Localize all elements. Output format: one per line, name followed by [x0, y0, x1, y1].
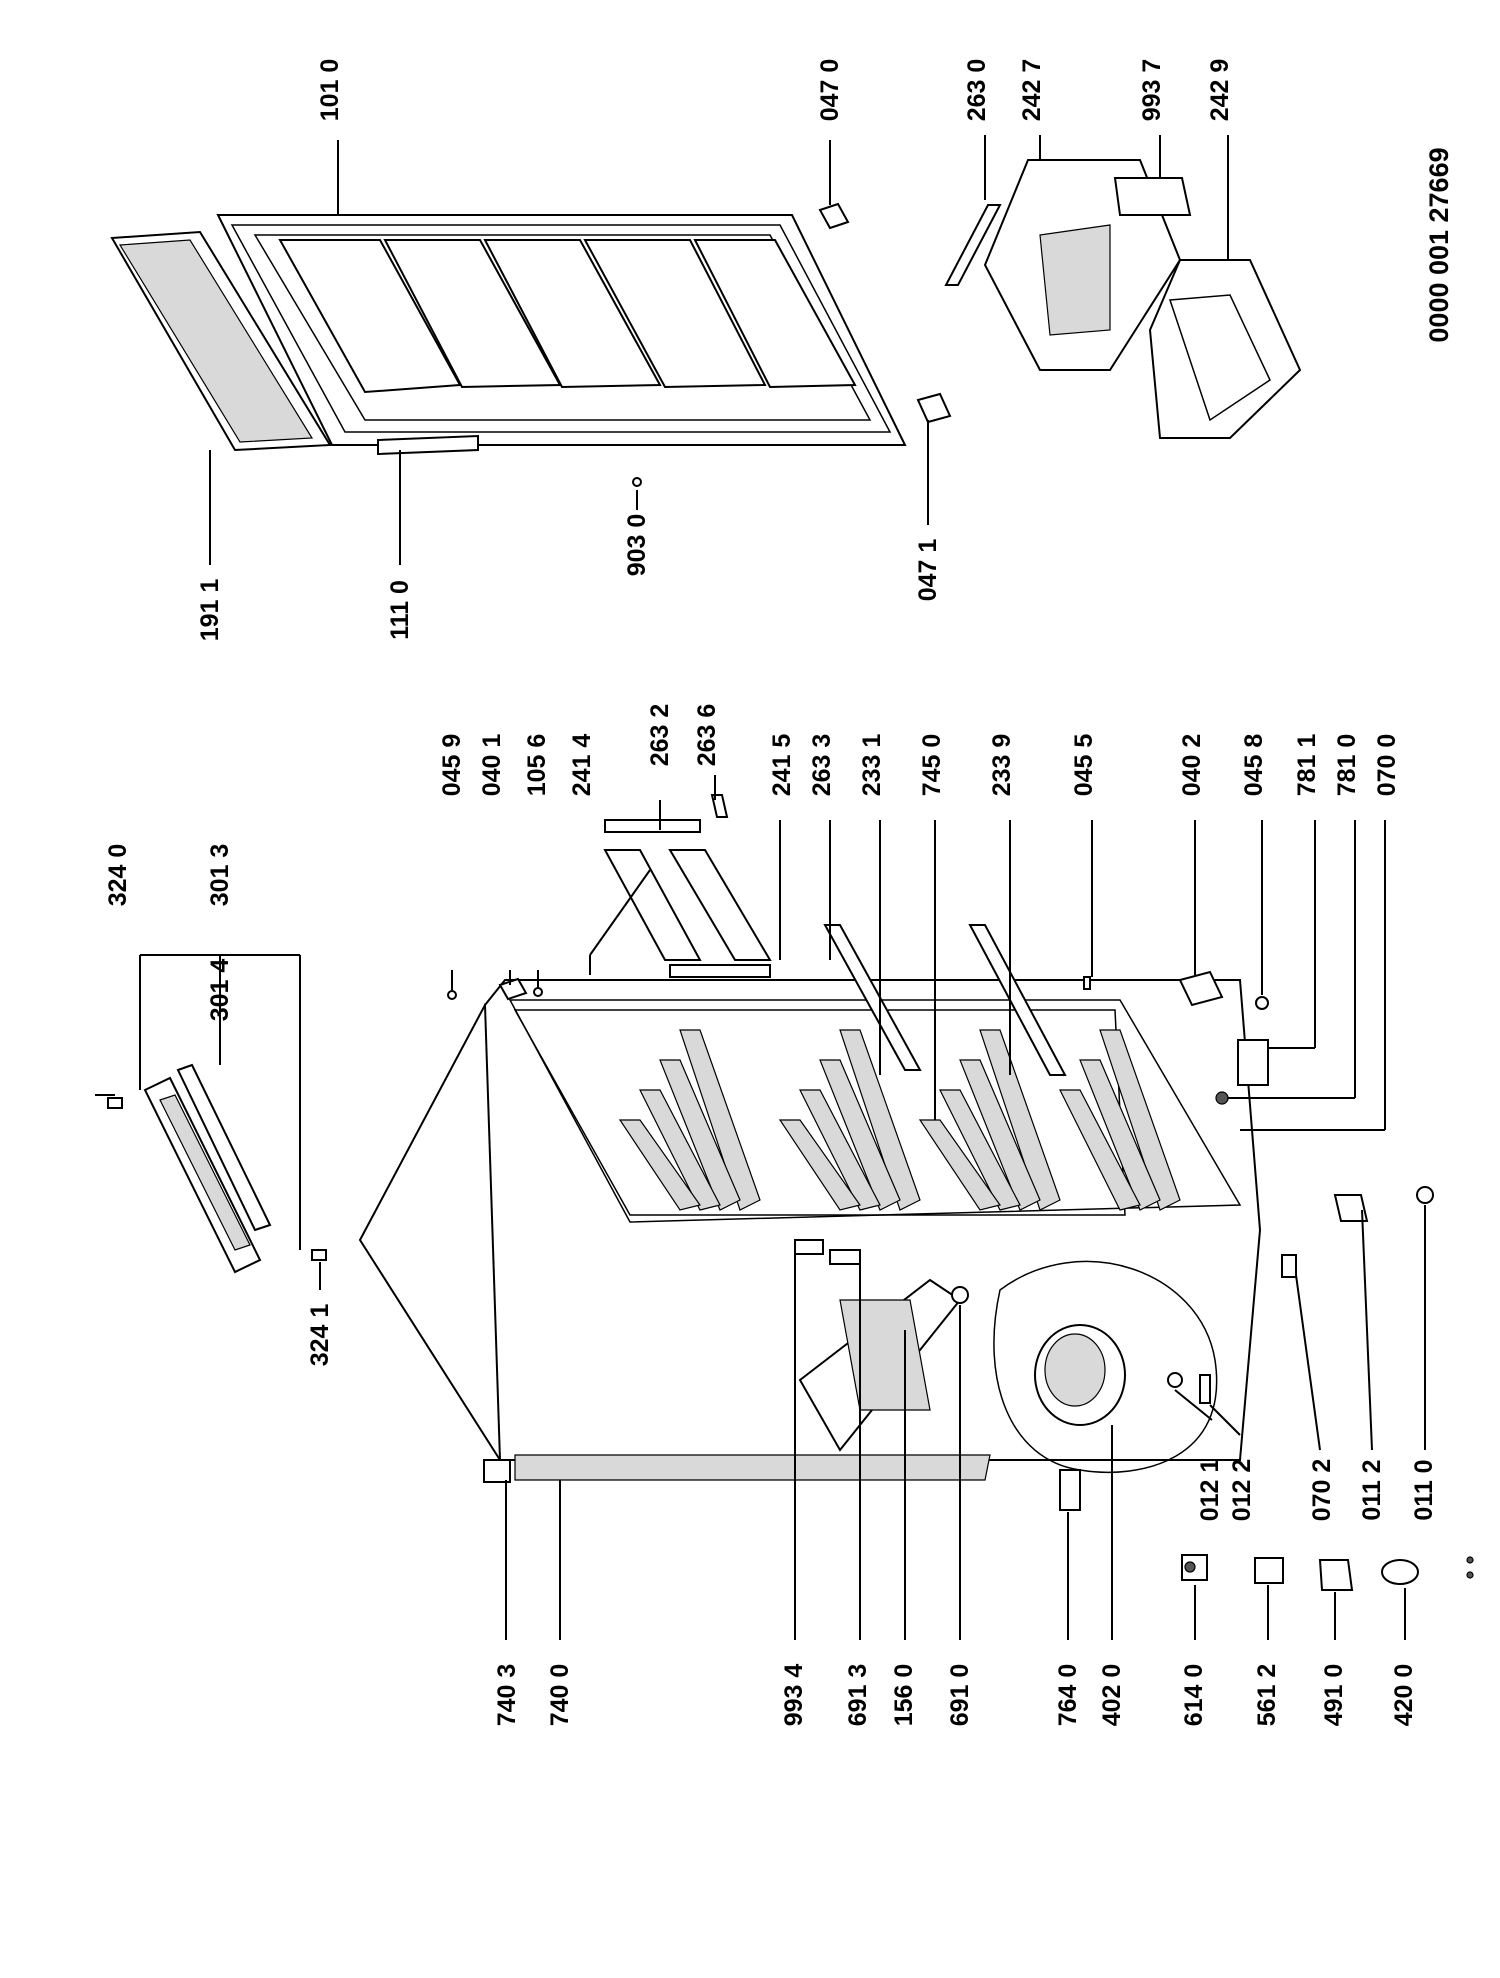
label-561-2: 561 2 [1253, 1664, 1281, 1727]
label-301-4: 301 4 [206, 959, 234, 1022]
tray-241-5 [668, 849, 772, 961]
label-691-0: 691 0 [946, 1664, 974, 1727]
rail-233-1 [823, 924, 922, 1071]
basket-242-9 [1148, 259, 1302, 439]
label-047-1: 047 1 [914, 539, 942, 602]
label-614-0: 614 0 [1180, 1664, 1208, 1727]
label-263-2: 263 2 [646, 704, 674, 767]
label-263-0: 263 0 [963, 59, 991, 122]
label-993-7: 993 7 [1138, 59, 1166, 122]
document-number: 0000 001 27669 [1424, 147, 1454, 342]
support-263-2 [604, 819, 701, 833]
clip-691-3 [829, 1249, 861, 1265]
label-324-1: 324 1 [306, 1304, 334, 1367]
label-745-0: 745 0 [918, 734, 946, 797]
label-324-0: 324 0 [104, 844, 132, 907]
cap-011-0 [1416, 1186, 1434, 1204]
plug-105-6 [533, 987, 543, 997]
knob-781-0 [1215, 1091, 1229, 1105]
label-047-0: 047 0 [816, 59, 844, 122]
sleeve-012-2 [1199, 1374, 1211, 1404]
label-011-0: 011 0 [1410, 1459, 1438, 1520]
strip-301-4 [176, 1063, 272, 1232]
tray-241-4 [603, 849, 702, 961]
label-242-9: 242 9 [1206, 59, 1234, 122]
cover-993-7 [1113, 177, 1192, 216]
clip-691-0 [951, 1286, 969, 1304]
evaporator-shelves [618, 1029, 1181, 1211]
label-263-6: 263 6 [693, 704, 721, 767]
label-156-0: 156 0 [890, 1664, 918, 1727]
screw-903-0 [632, 477, 642, 487]
label-111-0: 111 0 [386, 580, 414, 640]
cap-040-1 [498, 977, 528, 1001]
shelf-components [447, 794, 1269, 1105]
control-panel [107, 1063, 327, 1274]
label-040-1: 040 1 [478, 734, 506, 797]
leader-lines [95, 135, 1426, 1640]
cover-993-4 [794, 1239, 824, 1255]
bracket-040-2 [1178, 970, 1224, 1007]
compressor-area [794, 1186, 1434, 1511]
part-491-0 [1318, 1559, 1354, 1591]
label-011-2: 011 2 [1358, 1459, 1386, 1520]
grommet-012-1 [1167, 1372, 1183, 1388]
foot-070-2 [1281, 1254, 1297, 1278]
label-191-1: 191 1 [196, 579, 224, 642]
clip-263-6 [710, 794, 729, 818]
label-040-2: 040 2 [1178, 734, 1206, 797]
hinge-047-0 [818, 202, 850, 230]
label-233-9: 233 9 [988, 734, 1016, 797]
screw-045-8 [1255, 996, 1269, 1010]
label-105-6: 105 6 [523, 734, 551, 797]
clip-324-1 [311, 1249, 327, 1261]
label-420-0: 420 0 [1390, 1664, 1418, 1727]
label-903-0: 903 0 [623, 514, 651, 577]
pin-045-5 [1083, 976, 1091, 990]
label-781-1: 781 1 [1293, 734, 1321, 797]
relay-011-2 [1333, 1194, 1369, 1222]
label-691-3: 691 3 [844, 1664, 872, 1727]
clip-324-0 [107, 1097, 123, 1109]
label-070-0: 070 0 [1373, 734, 1401, 797]
label-045-8: 045 8 [1240, 734, 1268, 797]
label-740-0: 740 0 [546, 1664, 574, 1727]
label-764-0: 764 0 [1054, 1664, 1082, 1727]
label-740-3: 740 3 [493, 1664, 521, 1727]
part-420-0 [1381, 1559, 1419, 1585]
accessories [1181, 1554, 1474, 1591]
cabinet-body [358, 979, 1262, 1483]
hinge-047-1 [916, 392, 952, 424]
label-045-5: 045 5 [1070, 734, 1098, 797]
label-241-5: 241 5 [768, 734, 796, 797]
label-491-0: 491 0 [1320, 1664, 1348, 1727]
drier-764-0 [1059, 1469, 1081, 1511]
label-241-4: 241 4 [568, 734, 596, 797]
label-101-0: 101 0 [316, 59, 344, 122]
thermostat-781-1 [1237, 1039, 1269, 1086]
label-301-3: 301 3 [206, 844, 234, 907]
label-012-1: 012 1 [1196, 1459, 1224, 1522]
label-242-7: 242 7 [1018, 59, 1046, 122]
freezer-baskets [944, 159, 1302, 439]
label-993-4: 993 4 [780, 1664, 808, 1727]
screw-045-9 [447, 990, 457, 1000]
gasket-740-0 [514, 1454, 991, 1481]
label-012-2: 012 2 [1228, 1459, 1256, 1522]
label-233-1: 233 1 [858, 734, 886, 797]
support-263-3 [669, 964, 771, 978]
hinge-740-3 [483, 1459, 511, 1483]
door-assembly [110, 202, 952, 487]
bar-263-0 [944, 204, 1002, 286]
label-045-9: 045 9 [438, 734, 466, 797]
label-781-0: 781 0 [1333, 734, 1361, 797]
rail-233-9 [968, 924, 1067, 1076]
label-263-3: 263 3 [808, 734, 836, 797]
label-402-0: 402 0 [1098, 1664, 1126, 1727]
bracket-111-0 [377, 434, 479, 456]
part-561-2 [1254, 1557, 1284, 1584]
label-070-2: 070 2 [1308, 1459, 1336, 1522]
part-labels: 101 0 047 0 263 0 242 7 993 7 242 9 191 … [104, 59, 1438, 1727]
